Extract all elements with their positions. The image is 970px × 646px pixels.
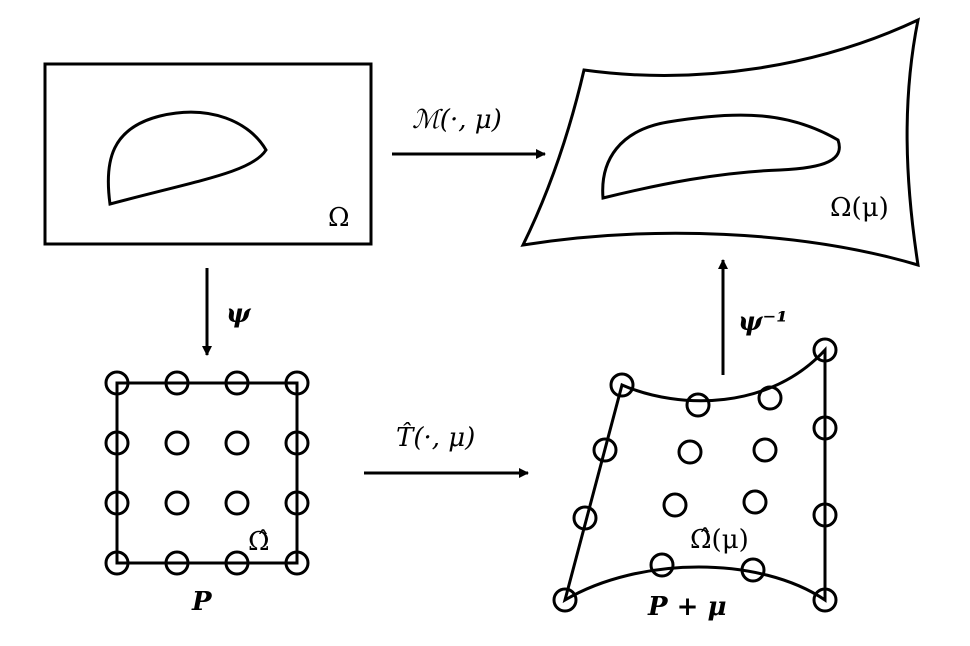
deformed-control-point bbox=[609, 372, 635, 398]
deformed-control-point bbox=[812, 587, 838, 613]
omega-hat-label: Ω̂ bbox=[248, 527, 270, 557]
control-point bbox=[104, 370, 130, 396]
deformed-control-point bbox=[812, 337, 838, 363]
control-point bbox=[104, 550, 130, 576]
deformed-control-point bbox=[552, 587, 578, 613]
control-point bbox=[224, 550, 250, 576]
deformed-lattice: Ω̂(μ) P + μ bbox=[552, 337, 838, 622]
deformed-domain-frame bbox=[520, 17, 921, 268]
deformed-lattice-points bbox=[552, 337, 838, 613]
map-m-label: ℳ(·, μ) bbox=[412, 105, 502, 135]
deformed-control-point bbox=[740, 557, 766, 583]
deformed-control-point bbox=[742, 489, 768, 515]
deformed-inner-shape bbox=[601, 113, 841, 200]
p-label: P bbox=[191, 587, 213, 617]
control-point bbox=[284, 490, 310, 516]
deformed-control-point bbox=[677, 439, 703, 465]
deformed-control-point bbox=[812, 502, 838, 528]
control-point bbox=[284, 550, 310, 576]
reference-domain-frame bbox=[43, 62, 373, 246]
psi-arrow-group: ψ bbox=[202, 268, 252, 356]
omega-mu-label: Ω(μ) bbox=[830, 193, 889, 223]
reference-domain: Ω bbox=[43, 62, 373, 246]
deformed-control-point bbox=[572, 505, 598, 531]
map-m-arrow-group: ℳ(·, μ) bbox=[392, 105, 546, 159]
deformed-control-point bbox=[752, 437, 778, 463]
deformed-domain: Ω(μ) bbox=[520, 17, 921, 268]
t-hat-arrow-group: T̂(·, μ) bbox=[364, 422, 529, 478]
omega-label: Ω bbox=[328, 203, 350, 233]
deformed-control-point bbox=[662, 492, 688, 518]
control-point bbox=[224, 430, 250, 456]
control-point bbox=[164, 430, 190, 456]
t-hat-label: T̂(·, μ) bbox=[396, 422, 475, 453]
control-point bbox=[164, 370, 190, 396]
control-point bbox=[164, 490, 190, 516]
omega-hat-mu-label: Ω̂(μ) bbox=[690, 525, 749, 555]
control-point bbox=[284, 370, 310, 396]
control-point bbox=[224, 490, 250, 516]
control-point bbox=[104, 430, 130, 456]
p-plus-mu-label: P + μ bbox=[647, 592, 726, 622]
control-point bbox=[164, 550, 190, 576]
deformed-control-point bbox=[685, 392, 711, 418]
psi-inverse-label: ψ⁻¹ bbox=[738, 307, 788, 337]
deformed-control-point bbox=[649, 552, 675, 578]
control-point bbox=[284, 430, 310, 456]
reference-inner-shape bbox=[106, 110, 268, 206]
control-lattice: Ω̂ P bbox=[104, 370, 310, 617]
deformed-control-point bbox=[592, 437, 618, 463]
lattice-points bbox=[104, 370, 310, 576]
deformed-lattice-frame bbox=[562, 346, 827, 604]
psi-inverse-arrow-group: ψ⁻¹ bbox=[718, 259, 788, 375]
deformed-control-point bbox=[812, 415, 838, 441]
deformed-control-point bbox=[757, 385, 783, 411]
psi-label: ψ bbox=[226, 299, 252, 329]
control-point bbox=[224, 370, 250, 396]
control-point bbox=[104, 490, 130, 516]
lattice-frame bbox=[115, 381, 299, 565]
